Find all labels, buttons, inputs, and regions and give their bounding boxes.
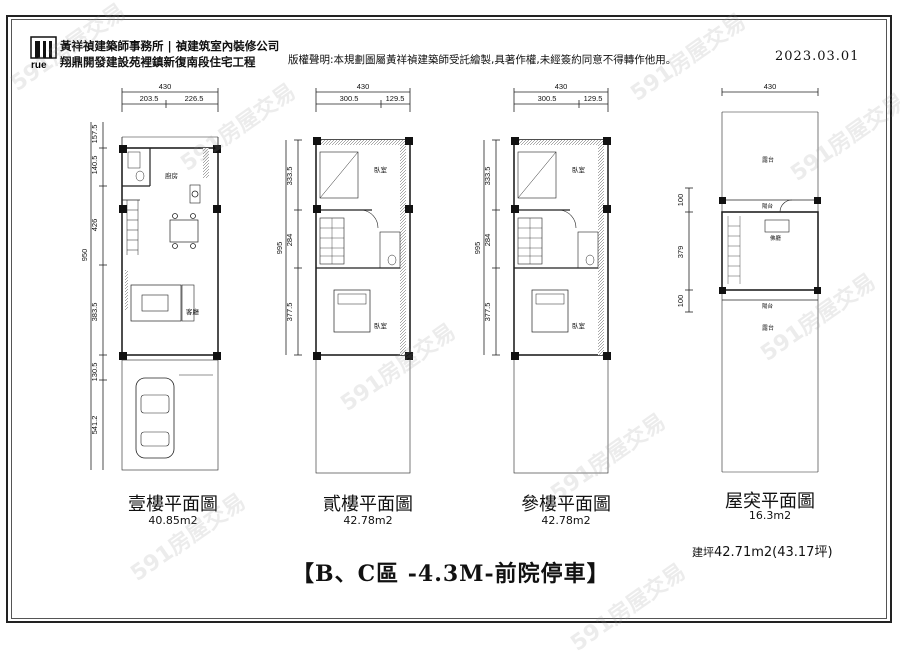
p3-room-bed1: 臥室	[572, 165, 586, 174]
plan-roof	[685, 88, 821, 473]
p2-subwidth-2: 129.5	[386, 94, 405, 103]
p4-dim-1: 379	[676, 246, 685, 259]
p4-room-balcony2: 陽台	[762, 302, 774, 310]
outer-frame	[6, 15, 892, 623]
total-area-label: 建坪	[692, 546, 714, 559]
p4-width-dim: 430	[764, 82, 777, 91]
plan-1f	[90, 88, 221, 471]
floor-plans: 430 203.5 226.5 157.5 140.5 426 383.5 13…	[80, 82, 821, 474]
p4-room-shrine: 佛廳	[770, 234, 782, 242]
project-name: 翔鼎開發建設苑裡鎮新復南段住宅工程	[60, 55, 256, 69]
p2-room-bed1: 臥室	[374, 165, 388, 174]
p4-dim-0: 100	[676, 194, 685, 207]
plan-area-roof: 16.3m2	[748, 509, 792, 522]
p1-dim-4: 130.5	[90, 363, 99, 382]
plan-area-3f: 42.78m2	[541, 514, 591, 527]
total-area-value: 42.71m2(43.17坪)	[714, 545, 833, 560]
p1-dim-overall: 950	[80, 249, 89, 262]
p2-dim-1: 284	[285, 234, 294, 247]
p3-width-dim: 430	[555, 82, 568, 91]
drawing-date: 2023.03.01	[775, 49, 860, 64]
p2-subwidth-1: 300.5	[340, 94, 359, 103]
plan-title-2f: 貳樓平面圖	[323, 494, 413, 515]
p1-dim-5: 541.2	[90, 416, 99, 435]
p4-room-terrace1: 露台	[762, 156, 774, 164]
plan-title-roof: 屋突平面圖	[725, 491, 815, 512]
p1-room-kitchen: 廚房	[165, 171, 178, 180]
plan-area-1f: 40.85m2	[148, 514, 198, 527]
p4-dim-2: 100	[676, 295, 685, 308]
total-area: 建坪42.71m2(43.17坪)	[692, 541, 833, 560]
p2-dim-0: 333.5	[285, 167, 294, 186]
inner-frame	[11, 19, 887, 619]
p3-subwidth-2: 129.5	[584, 94, 603, 103]
firm-logo: rue	[30, 36, 57, 70]
plan-3f	[483, 87, 612, 474]
plan-title-1f: 壹樓平面圖	[128, 494, 218, 515]
p1-room-living: 客廳	[186, 307, 200, 316]
firm-name: 黃祥禎建築師事務所 | 禎建筑室內裝修公司	[60, 39, 280, 53]
p4-room-balcony1: 陽台	[762, 202, 774, 210]
p2-room-bed2: 臥室	[374, 321, 388, 330]
p1-subwidth-2: 226.5	[185, 94, 204, 103]
p3-room-bed2: 臥室	[572, 321, 586, 330]
p3-dim-1: 284	[483, 234, 492, 247]
copyright-notice: 版權聲明:本規劃圖屬黃祥禎建築師受託繪製,具著作權,未經簽約同意不得轉作他用。	[288, 54, 677, 66]
zone-banner: 【B、C區 -4.3M-前院停車】	[292, 561, 610, 587]
plan-title-3f: 參樓平面圖	[521, 494, 611, 515]
logo-text: rue	[31, 60, 47, 70]
p1-dim-0: 157.5	[90, 125, 99, 144]
plan-2f	[285, 88, 413, 474]
p3-dim-2: 377.5	[483, 303, 492, 322]
p1-subwidth-1: 203.5	[140, 94, 159, 103]
p1-width-dim: 430	[159, 82, 172, 91]
p3-dim-0: 333.5	[483, 167, 492, 186]
p4-room-terrace2: 露台	[762, 324, 774, 332]
p1-dim-3: 383.5	[90, 303, 99, 322]
p2-dim-overall: 995	[275, 242, 284, 255]
p2-width-dim: 430	[357, 82, 370, 91]
plan-area-2f: 42.78m2	[343, 514, 393, 527]
p2-dim-2: 377.5	[285, 303, 294, 322]
p1-dim-2: 426	[90, 219, 99, 232]
p1-dim-1: 140.5	[90, 156, 99, 175]
p3-subwidth-1: 300.5	[538, 94, 557, 103]
p3-dim-overall: 995	[473, 242, 482, 255]
